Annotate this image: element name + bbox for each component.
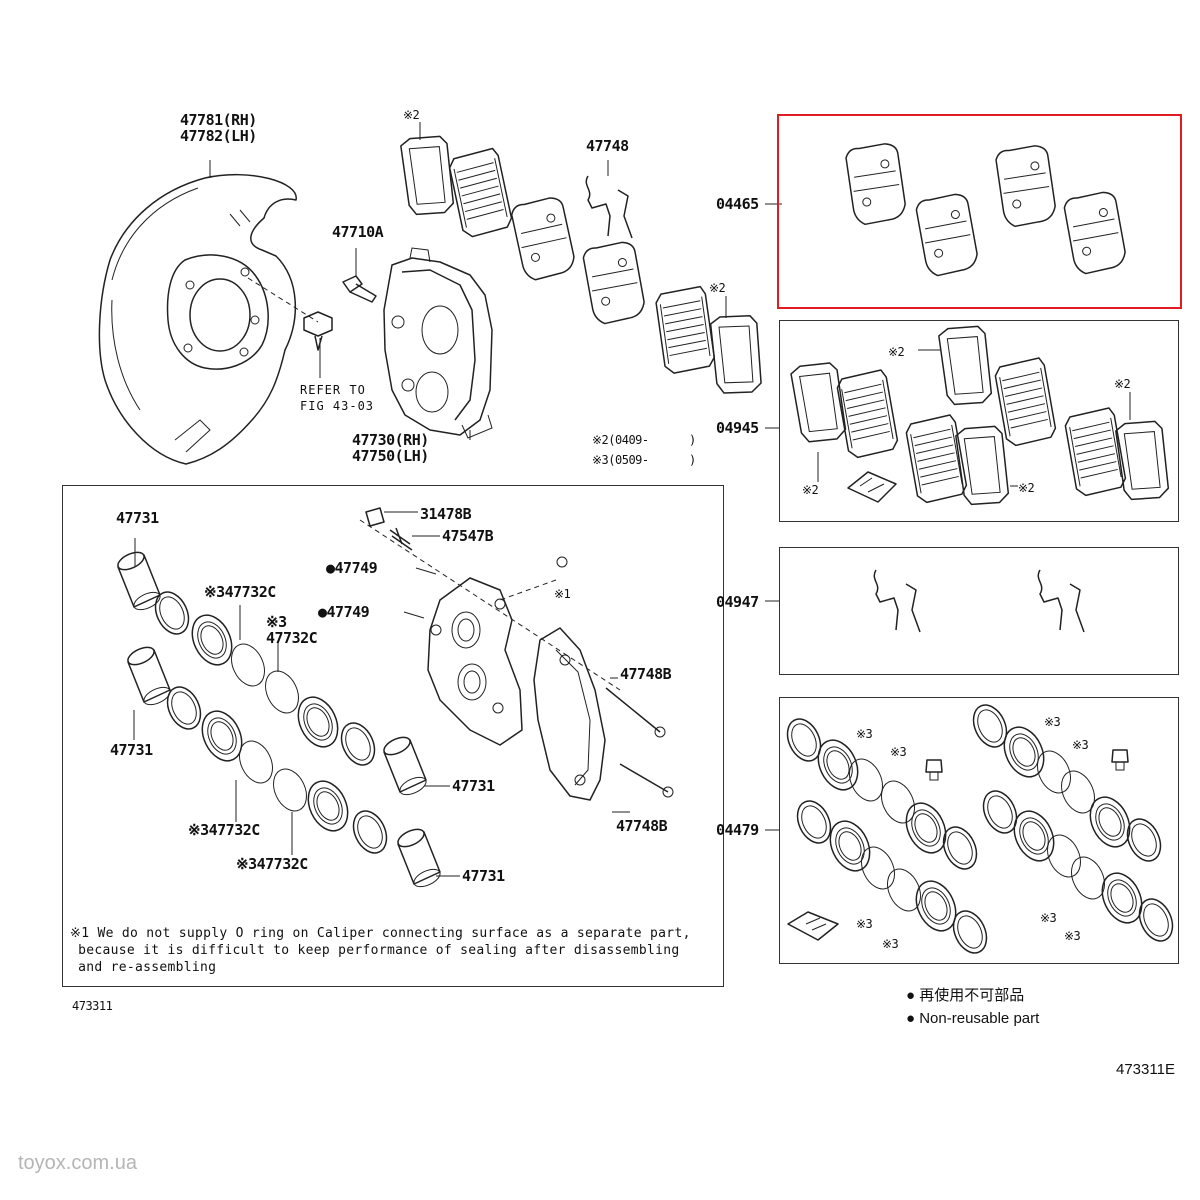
label-47547b: 47547B (442, 527, 494, 545)
inner-diagram-code: 473311 (72, 999, 113, 1013)
label-box-mark2-3: ※2 (802, 483, 819, 497)
label-kit-04479: 04479 (716, 821, 759, 839)
kit-box-04479 (779, 697, 1179, 964)
label-seal-c: ※347732C (188, 821, 260, 839)
label-47731-d: 47731 (462, 867, 505, 885)
label-kit-04947: 04947 (716, 593, 759, 611)
highlight-box-04465 (777, 114, 1182, 309)
label-seal-b: ※3 47732C (266, 613, 318, 647)
caliper-detail-box (62, 485, 724, 987)
label-47749-a: ●47749 (326, 559, 378, 577)
label-refer-fig: REFER TO FIG 43-03 (300, 383, 375, 413)
label-box-mark2-1: ※2 (888, 345, 905, 359)
label-caliper-assy: 47730(RH) 47750(LH) (352, 431, 429, 465)
diagram-code: 473311E (1116, 1061, 1175, 1078)
label-47749-b: ●47749 (318, 603, 370, 621)
label-dust-cover: 47781(RH) 47782(LH) (180, 111, 257, 145)
label-kit-mark3-5: ※3 (1044, 715, 1061, 729)
label-kit-mark3-8: ※3 (1064, 929, 1081, 943)
kit-box-04947 (779, 547, 1179, 675)
label-kit-mark3-1: ※3 (856, 727, 873, 741)
label-seal-d: ※347732C (236, 855, 308, 873)
label-range-2: ※2(0409- ) (592, 433, 696, 447)
label-mark2-right: ※2 (709, 281, 726, 295)
legend-japanese: ● 再使用不可部品 (906, 987, 1025, 1004)
label-47731-a: 47731 (116, 509, 159, 527)
label-mark1: ※1 (554, 587, 571, 601)
label-pin-a: 47748B (620, 665, 672, 683)
label-kit-mark3-7: ※3 (1040, 911, 1057, 925)
label-mark2-top: ※2 (403, 108, 420, 122)
label-kit-mark3-4: ※3 (882, 937, 899, 951)
label-47710a: 47710A (332, 223, 384, 241)
label-range-3: ※3(0509- ) (592, 453, 696, 467)
label-seal-a: ※347732C (204, 583, 276, 601)
label-box-mark2-2: ※2 (1114, 377, 1131, 391)
label-kit-04945: 04945 (716, 419, 759, 437)
label-kit-04465: 04465 (716, 195, 759, 213)
label-pin-b: 47748B (616, 817, 668, 835)
label-kit-mark3-2: ※3 (890, 745, 907, 759)
label-47731-b: 47731 (110, 741, 153, 759)
label-kit-mark3-3: ※3 (856, 917, 873, 931)
kit-box-04945 (779, 320, 1179, 522)
legend-english: ● Non-reusable part (906, 1010, 1040, 1027)
watermark: toyox.com.ua (18, 1152, 137, 1174)
label-47748: 47748 (586, 137, 629, 155)
label-31478b: 31478B (420, 505, 472, 523)
label-kit-mark3-6: ※3 (1072, 738, 1089, 752)
label-box-mark2-4: ※2 (1018, 481, 1035, 495)
footnote: ※1 We do not supply O ring on Caliper co… (70, 926, 691, 975)
label-47731-c: 47731 (452, 777, 495, 795)
